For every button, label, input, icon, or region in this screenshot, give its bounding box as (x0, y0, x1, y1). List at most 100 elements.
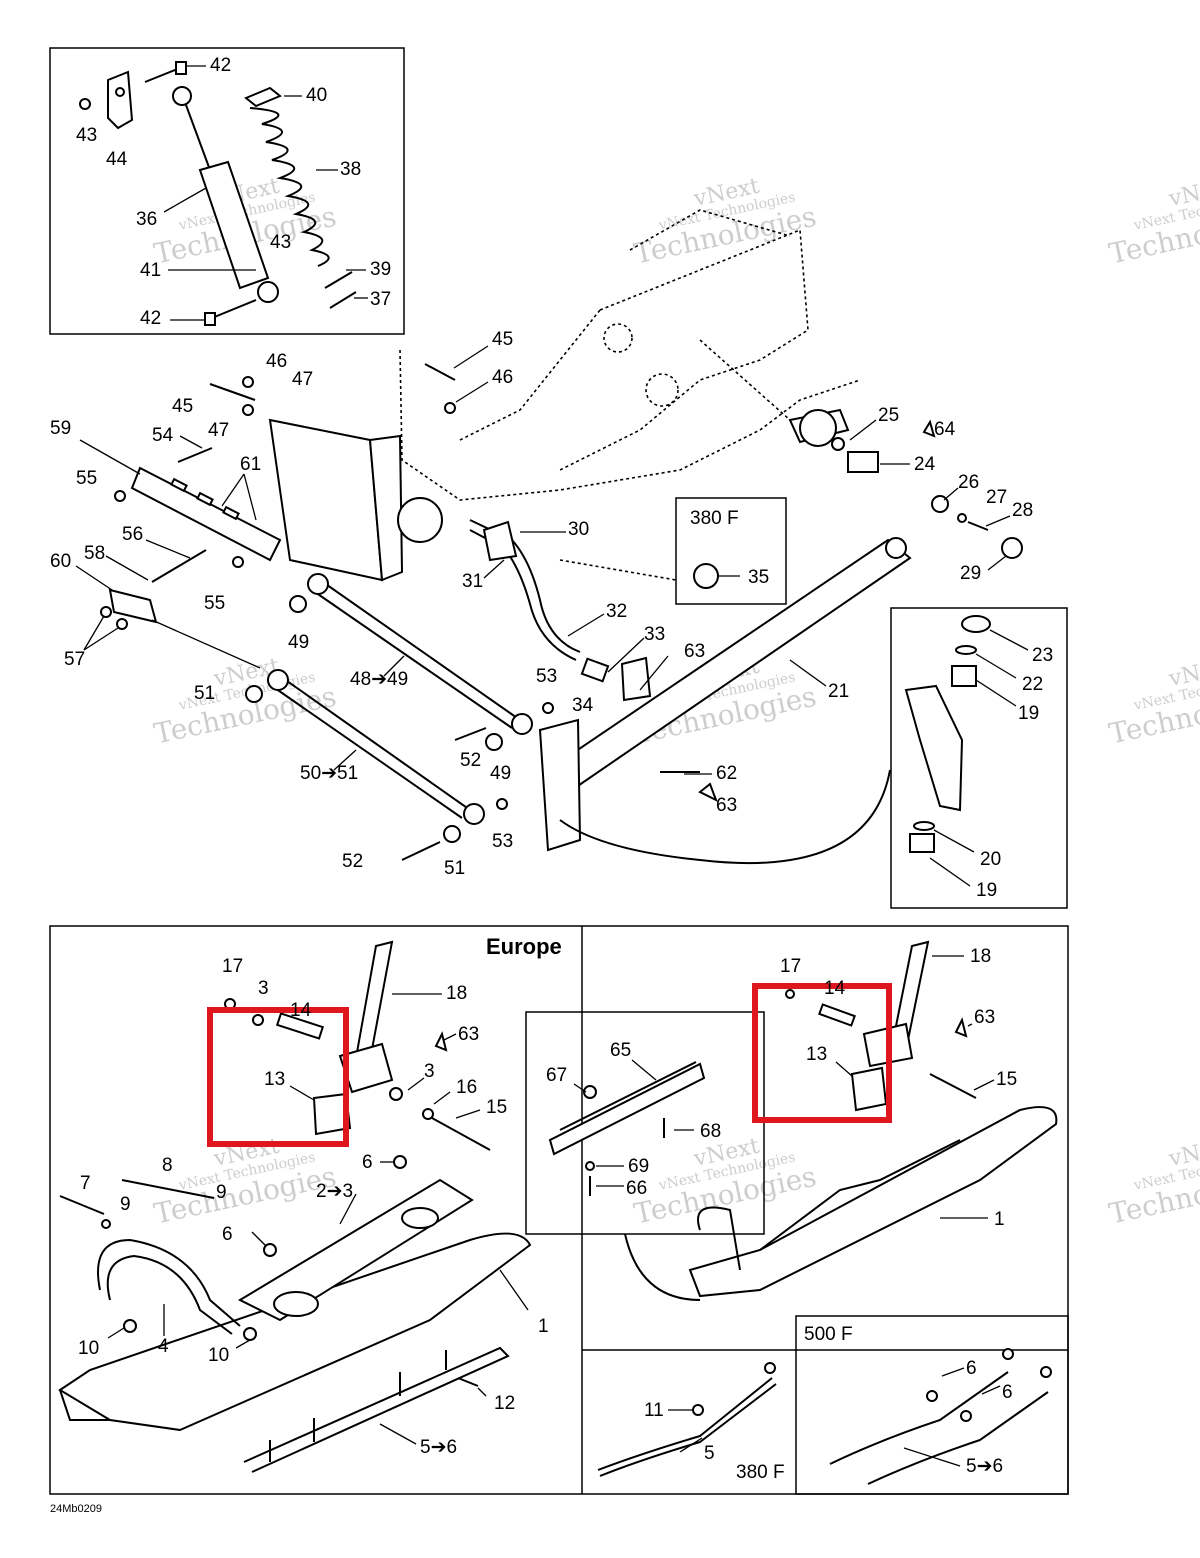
callout: 63 (974, 1007, 995, 1028)
drawing-code: 24Mb0209 (50, 1503, 102, 1515)
grease-drop-icon (922, 419, 936, 438)
callout: 52 (460, 750, 481, 771)
nut (444, 402, 456, 414)
callout: 63 (716, 795, 737, 816)
callout: 1 (538, 1316, 549, 1337)
callout: 51 (194, 683, 215, 704)
fastener-group (209, 363, 456, 416)
nut (114, 490, 126, 502)
callout: 49 (490, 763, 511, 784)
nut (243, 1327, 257, 1341)
clip (329, 291, 357, 309)
bolt (431, 1117, 491, 1151)
callout: 41 (140, 260, 161, 281)
variant-label: 380 F (690, 508, 739, 529)
bolt (967, 521, 989, 531)
cross-member-flange (799, 409, 837, 447)
rubber-block (850, 1066, 888, 1112)
bolt (929, 1073, 977, 1099)
variant-label: 500 F (804, 1324, 853, 1345)
callout: 42 (210, 55, 231, 76)
callout: 32 (606, 601, 627, 622)
sway-bar (469, 519, 581, 653)
nut (1002, 1348, 1014, 1360)
callout: 53 (492, 831, 513, 852)
callout: 3 (424, 1061, 435, 1082)
callout: 67 (546, 1065, 567, 1086)
nut (232, 556, 244, 568)
callout: 22 (1022, 674, 1043, 695)
spindle-leg (904, 684, 964, 812)
rod-end (463, 803, 485, 825)
washer (957, 513, 967, 523)
washer (252, 1014, 264, 1026)
front-arm-group (100, 447, 554, 861)
grease-drop-icon (434, 1031, 448, 1052)
bolt-head (175, 61, 187, 75)
callout: 8 (162, 1155, 173, 1176)
hidden-line (559, 559, 677, 581)
callout: 5➔6 (966, 1456, 1003, 1477)
washer (585, 1161, 595, 1171)
callout: 5 (704, 1443, 715, 1464)
nut (116, 618, 128, 630)
bushing-clamp (620, 656, 652, 702)
callout: 59 (50, 418, 71, 439)
bolt (401, 841, 441, 861)
callout: 65 (610, 1040, 631, 1061)
callout: 55 (204, 593, 225, 614)
bracket-slot (222, 505, 240, 521)
callout: 36 (136, 209, 157, 230)
bushing (951, 665, 977, 687)
callout: 18 (970, 946, 991, 967)
variant-label: 380 F (736, 1462, 785, 1483)
ski-handle (97, 1238, 241, 1327)
pin (818, 1003, 856, 1027)
callout: 12 (494, 1393, 515, 1414)
leader-curve (559, 769, 891, 865)
callout: 34 (572, 695, 594, 716)
nut (123, 1319, 137, 1333)
nut (1040, 1366, 1052, 1378)
shock-inset-frame (49, 47, 405, 335)
bolt (454, 727, 487, 741)
nut (785, 989, 795, 999)
bulkhead-disc (397, 497, 443, 543)
nut (926, 1390, 938, 1402)
variant-380f-inset-frame (675, 497, 787, 605)
callout: 5➔6 (420, 1437, 457, 1458)
variant-500f-inset-frame (795, 1315, 1069, 1495)
callout: 14 (290, 1000, 312, 1021)
runner (867, 1391, 1049, 1485)
bolt (211, 299, 257, 319)
runner-variants-group (597, 1348, 1052, 1485)
carbide-edge (559, 1061, 697, 1131)
callout: 63 (684, 641, 705, 662)
callout: 3 (258, 978, 269, 999)
callout: 61 (240, 454, 261, 475)
bolt (144, 67, 181, 83)
lower-radius-rod (271, 685, 463, 819)
plug (693, 563, 719, 589)
callout: 60 (50, 551, 71, 572)
callout: 17 (222, 956, 243, 977)
bolt (177, 447, 213, 463)
coil-spring (249, 107, 330, 267)
callout: 50➔51 (300, 763, 358, 784)
callout: 63 (458, 1024, 479, 1045)
ski-body (58, 1232, 532, 1432)
spindle-housing (538, 718, 582, 852)
callout: 6 (222, 1224, 233, 1245)
callout: 10 (78, 1338, 99, 1359)
callout: 53 (536, 666, 557, 687)
clip (324, 271, 353, 289)
bushing (245, 685, 263, 703)
rod-end (511, 713, 533, 735)
callout: 29 (960, 563, 981, 584)
callout: 2➔3 (316, 1181, 353, 1202)
nut (393, 1155, 407, 1169)
callout: 56 (122, 524, 143, 545)
washer (422, 1108, 434, 1120)
sway-bar-bushing (580, 657, 610, 683)
